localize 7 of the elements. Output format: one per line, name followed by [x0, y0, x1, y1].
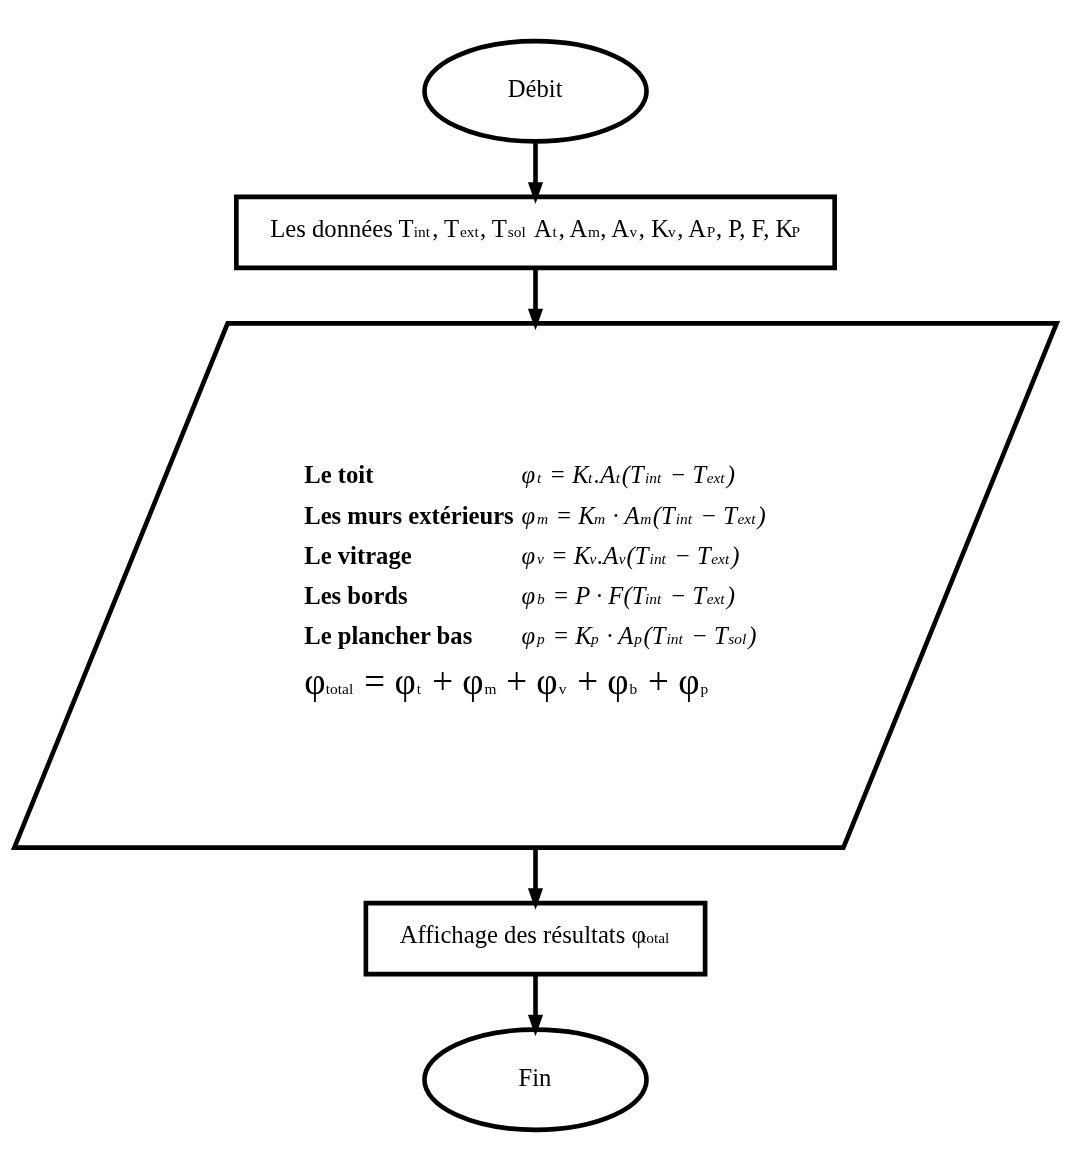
arrow — [527, 268, 544, 331]
arrow — [527, 847, 544, 910]
arrow — [527, 974, 544, 1037]
node-box: Les données Tint, Text, Tsol At, Am, Av, Kv, AP, P, F, KP — [234, 194, 837, 271]
arrow — [527, 141, 544, 204]
node-ellipse: Débit — [422, 38, 649, 144]
node-ellipse: Fin — [422, 1027, 649, 1133]
